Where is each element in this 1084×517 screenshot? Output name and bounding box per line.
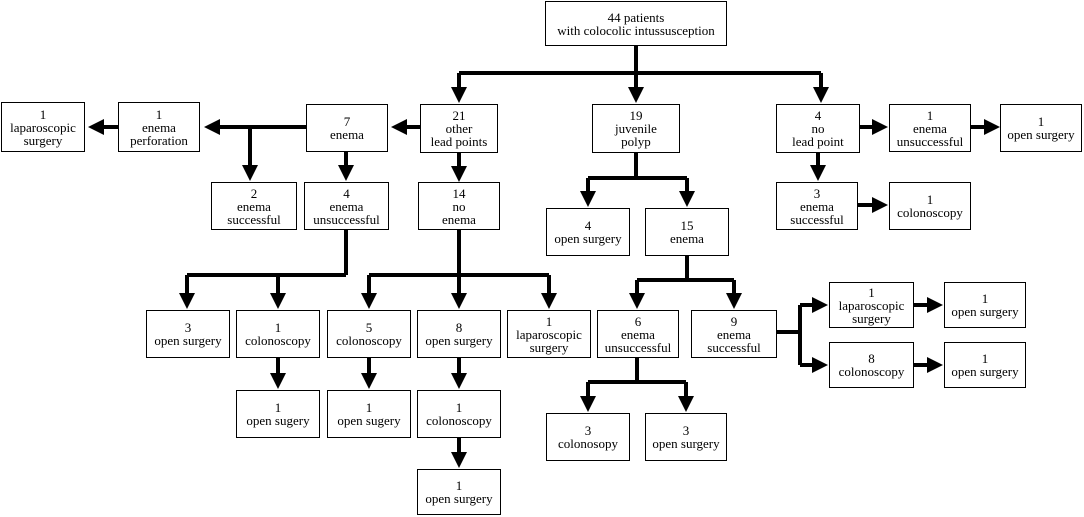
node-laparoscopic-surgery-1-label: 1 laparoscopic surgery — [10, 106, 76, 148]
node-open-surgery-1c: 1 open surgery — [417, 469, 501, 515]
node-open-surgery-1e: 1 open surgery — [944, 342, 1026, 388]
node-open-sugery-1b-label: 1 open sugery — [337, 400, 401, 428]
node-enema-perforation: 1 enema perforation — [118, 102, 200, 152]
node-open-surgery-8: 8 open surgery — [417, 310, 501, 358]
node-no-lead-point-label: 4 no lead point — [792, 108, 844, 149]
node-colonosopy-3-label: 3 colonosopy — [558, 423, 618, 451]
node-no-lead-point: 4 no lead point — [776, 104, 860, 153]
node-colonoscopy-1b: 1 colonoscopy — [417, 390, 501, 438]
node-open-sugery-1a: 1 open sugery — [236, 390, 320, 438]
node-open-sugery-1a-label: 1 open sugery — [246, 400, 310, 428]
node-colonoscopy-1a-label: 1 colonoscopy — [245, 320, 311, 348]
node-enema-unsuccessful-1-label: 1 enema unsuccessful — [896, 107, 964, 149]
node-colonoscopy-5: 5 colonoscopy — [327, 310, 411, 358]
node-open-sugery-1b: 1 open sugery — [327, 390, 411, 438]
node-colonoscopy-5-label: 5 colonoscopy — [336, 320, 402, 348]
node-laparoscopic-surgery-1b: 1 laparoscopic surgery — [507, 310, 591, 358]
node-other-lead-points-label: 21 other lead points — [430, 108, 488, 149]
node-root: 44 patients with colocolic intussuscepti… — [545, 1, 727, 46]
node-enema-successful-2-label: 2 enema successful — [227, 185, 281, 227]
node-juvenile-polyp-label: 19 juvenile polyp — [615, 108, 657, 149]
node-enema-7: 7 enema — [306, 104, 388, 152]
node-enema-unsuccessful-4: 4 enema unsuccessful — [304, 182, 389, 230]
node-enema-unsuccessful-4-label: 4 enema unsuccessful — [313, 185, 380, 227]
node-enema-unsuccessful-6: 6 enema unsuccessful — [597, 310, 679, 358]
node-open-surgery-3b: 3 open surgery — [645, 413, 727, 461]
node-colonoscopy-1c-label: 1 colonoscopy — [897, 192, 963, 220]
node-enema-successful-9: 9 enema successful — [691, 310, 777, 358]
node-enema-perforation-label: 1 enema perforation — [130, 106, 188, 148]
node-no-enema-14: 14 no enema — [418, 182, 500, 230]
node-open-surgery-3a: 3 open surgery — [146, 310, 230, 358]
node-laparoscopic-surgery-1c: 1 laparoscopic surgery — [829, 282, 914, 328]
node-other-lead-points: 21 other lead points — [420, 104, 498, 153]
node-enema-successful-3-label: 3 enema successful — [790, 185, 844, 227]
node-enema-successful-2: 2 enema successful — [211, 182, 297, 230]
node-open-surgery-1f: 1 open surgery — [1000, 104, 1082, 152]
node-enema-15: 15 enema — [645, 208, 729, 256]
node-colonoscopy-8-label: 8 colonoscopy — [838, 351, 905, 379]
node-enema-unsuccessful-6-label: 6 enema unsuccessful — [604, 313, 672, 355]
node-enema-unsuccessful-1: 1 enema unsuccessful — [889, 104, 971, 152]
node-open-surgery-3b-label: 3 open surgery — [652, 423, 720, 451]
node-open-surgery-1d: 1 open surgery — [944, 282, 1026, 328]
node-laparoscopic-surgery-1c-label: 1 laparoscopic surgery — [838, 284, 905, 326]
node-colonoscopy-1a: 1 colonoscopy — [236, 310, 320, 358]
node-colonoscopy-1c: 1 colonoscopy — [889, 182, 971, 230]
node-laparoscopic-surgery-1b-label: 1 laparoscopic surgery — [516, 313, 582, 355]
node-enema-successful-9-label: 9 enema successful — [707, 313, 761, 355]
node-open-surgery-1f-label: 1 open surgery — [1007, 114, 1075, 142]
node-open-surgery-4: 4 open surgery — [546, 208, 630, 256]
node-open-surgery-1d-label: 1 open surgery — [951, 291, 1019, 319]
node-enema-7-label: 7 enema — [330, 114, 364, 142]
node-colonoscopy-8: 8 colonoscopy — [829, 342, 914, 388]
node-open-surgery-3a-label: 3 open surgery — [154, 320, 222, 348]
node-laparoscopic-surgery-1: 1 laparoscopic surgery — [1, 102, 85, 152]
node-open-surgery-4-label: 4 open surgery — [554, 218, 622, 246]
node-enema-15-label: 15 enema — [670, 218, 704, 246]
node-open-surgery-8-label: 8 open surgery — [425, 320, 493, 348]
node-colonosopy-3: 3 colonosopy — [546, 413, 630, 461]
node-no-enema-14-label: 14 no enema — [442, 185, 476, 227]
node-juvenile-polyp: 19 juvenile polyp — [592, 104, 680, 153]
node-open-surgery-1e-label: 1 open surgery — [951, 351, 1019, 379]
node-root-label: 44 patients with colocolic intussuscepti… — [557, 9, 715, 38]
node-enema-successful-3: 3 enema successful — [776, 182, 858, 230]
node-open-surgery-1c-label: 1 open surgery — [425, 478, 493, 506]
node-colonoscopy-1b-label: 1 colonoscopy — [426, 400, 492, 428]
